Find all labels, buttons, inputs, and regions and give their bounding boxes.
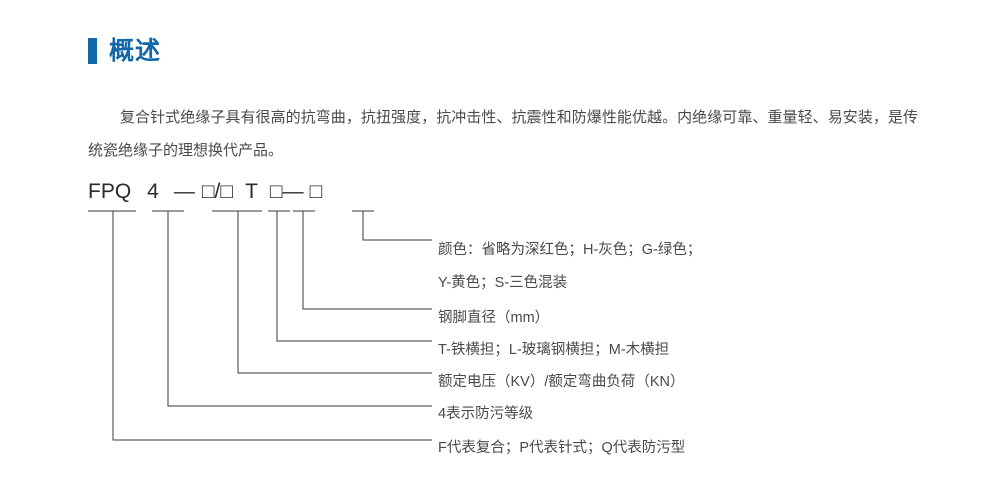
leader-line-pollution-grade bbox=[167, 211, 432, 407]
callout-label-pollution-grade: 4表示防污等级 bbox=[438, 406, 534, 422]
code-segment-color: □ bbox=[309, 180, 323, 203]
callout-label-color-code: 颜色：省略为深红色；H-灰色；G-绿色； bbox=[438, 242, 702, 258]
callout-label-prefix-meaning: F代表复合；P代表针式；Q代表防污型 bbox=[438, 440, 686, 456]
leader-line-pin-diameter bbox=[302, 211, 432, 310]
code-segment-pin-diameter: □ bbox=[269, 180, 283, 203]
section-marker-bar-icon bbox=[88, 38, 97, 64]
section-header: 概述 bbox=[88, 38, 161, 64]
callout-label-voltage-load: 额定电压（KV）/额定弯曲负荷（KN） bbox=[438, 374, 685, 390]
leader-line-prefix-meaning bbox=[112, 211, 432, 441]
code-segment-dash-2: — bbox=[282, 180, 304, 203]
leader-line-crossarm-type bbox=[276, 211, 432, 342]
code-segment-grade: 4 bbox=[147, 180, 159, 203]
page-title: 概述 bbox=[109, 36, 162, 65]
callout-label-color-code-continuation: Y-黄色；S-三色混装 bbox=[438, 275, 568, 291]
leader-line-color bbox=[362, 211, 432, 241]
intro-paragraph: 复合针式绝缘子具有很高的抗弯曲，抗扭强度，抗冲击性、抗震性和防爆性能优越。内绝缘… bbox=[88, 109, 918, 159]
leader-line-voltage-load bbox=[237, 211, 432, 374]
callout-label-crossarm-type: T-铁横担；L-玻璃钢横担；M-木横担 bbox=[438, 342, 670, 358]
code-segment-fpq: FPQ bbox=[88, 180, 132, 203]
code-segment-voltage-load: □/□ bbox=[201, 180, 234, 203]
code-segment-dash-1: — bbox=[173, 180, 195, 203]
callout-label-pin-diameter: 钢脚直径（mm） bbox=[438, 310, 550, 326]
code-segment-crossarm: T bbox=[245, 180, 258, 203]
